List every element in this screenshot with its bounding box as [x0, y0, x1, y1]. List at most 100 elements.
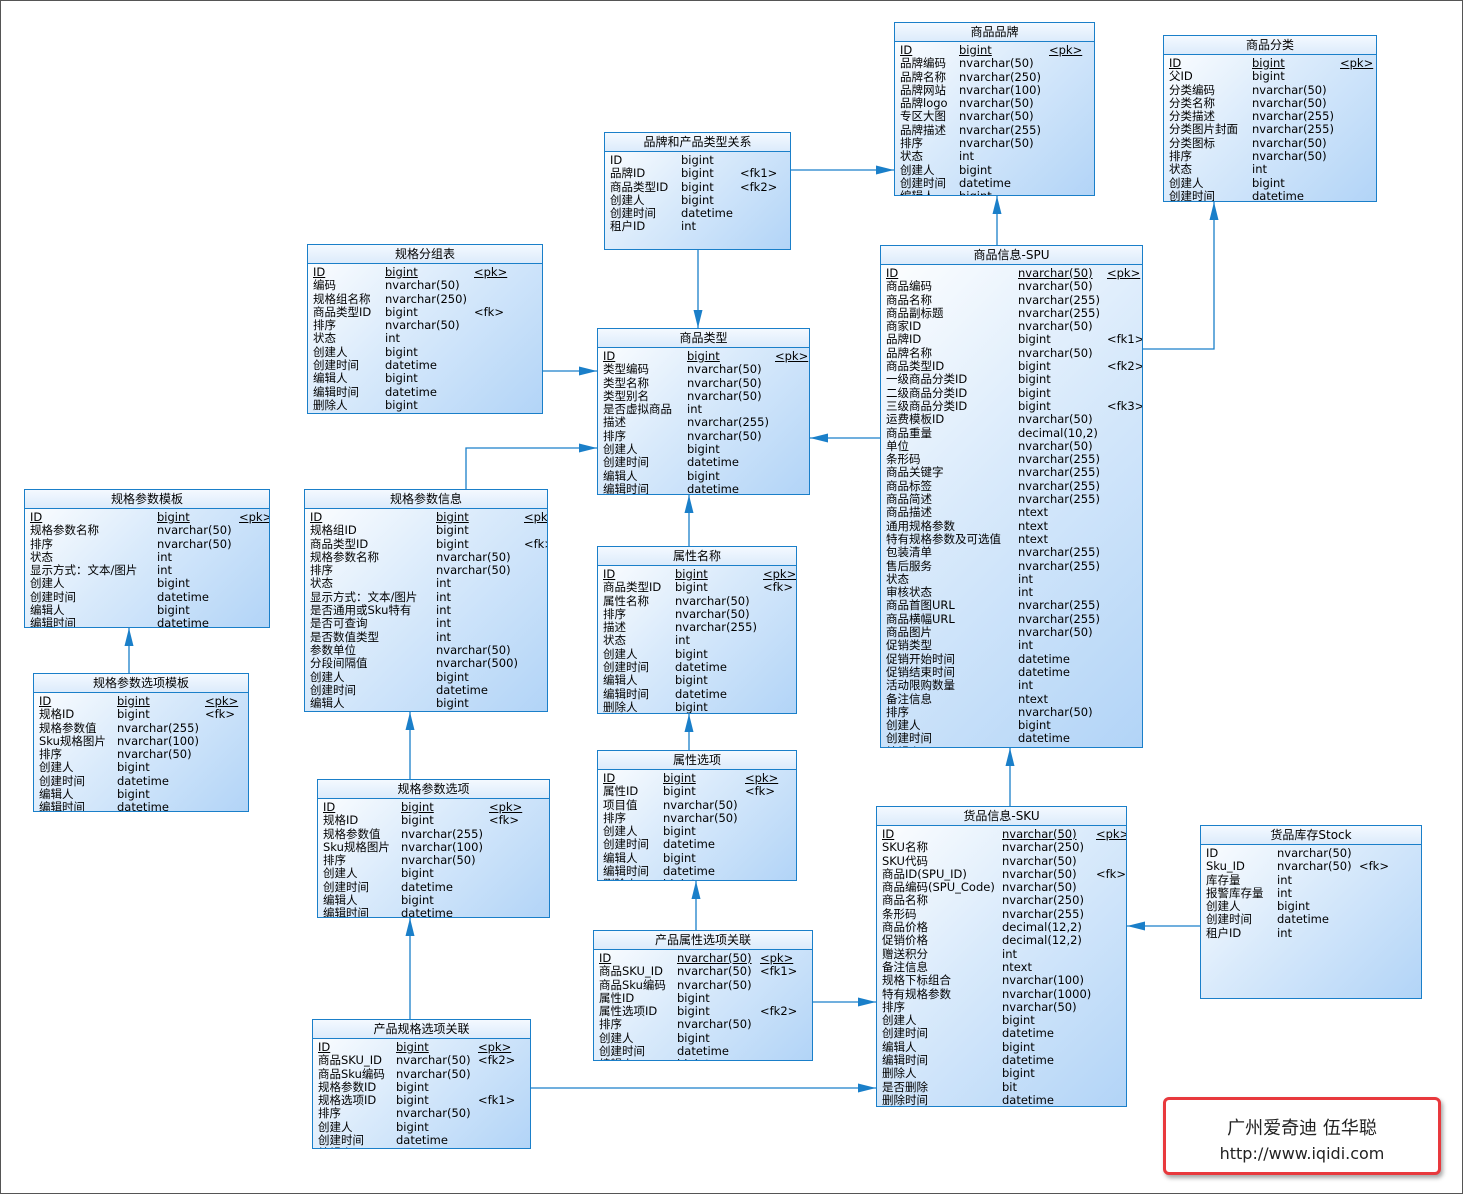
column-type: bigint — [677, 1058, 710, 1060]
column-type: bigint — [1252, 56, 1285, 70]
column-name: 编辑时间 — [882, 1053, 928, 1068]
column-name: 排序 — [318, 1106, 341, 1121]
column-type: nvarchar(250) — [1002, 893, 1084, 908]
column-name: 分类图标 — [1169, 135, 1215, 150]
column-name: 商家ID — [886, 319, 922, 334]
arrowhead-icon — [992, 196, 1002, 214]
column-type: nvarchar(100) — [117, 733, 199, 748]
column-type: int — [436, 629, 451, 644]
column-key: <pk> — [775, 349, 809, 363]
column-type: nvarchar(50) — [959, 136, 1034, 151]
column-name: 编码 — [313, 278, 336, 293]
column-name: 租户ID — [610, 219, 646, 234]
column-key: <fk1> — [1107, 332, 1143, 347]
column-type: int — [1252, 162, 1267, 177]
column-name: 规格参数名称 — [30, 523, 99, 538]
entity-table[interactable]: 规格参数信息IDbigint<pk>规格组IDbigint商品类型IDbigin… — [304, 489, 548, 712]
column-type: datetime — [401, 906, 453, 918]
column-key: <fk1> — [760, 964, 798, 979]
column-name: 创建时间 — [318, 1133, 364, 1148]
column-name: 创建人 — [323, 866, 358, 881]
column-name: 创建人 — [599, 1030, 634, 1045]
column-type: datetime — [117, 800, 169, 812]
column-type: bigint — [663, 771, 696, 785]
column-name: 商品类型ID — [313, 304, 372, 319]
column-type: int — [1002, 946, 1017, 961]
column-key: <pk> — [1096, 827, 1127, 841]
column-type: bigint — [1277, 899, 1310, 914]
column-name: 排序 — [323, 853, 346, 868]
column-type: nvarchar(50) — [1252, 95, 1327, 110]
column-name: 编辑时间 — [323, 906, 369, 918]
column-type: bigint — [1018, 385, 1051, 400]
column-name: 创建人 — [882, 1013, 917, 1028]
column-type: nvarchar(50) — [959, 56, 1034, 71]
column-name: 属性选项ID — [599, 1004, 658, 1019]
table-title: 规格参数选项 — [318, 780, 549, 799]
column-name: 排序 — [310, 563, 333, 578]
column-type: nvarchar(50) — [436, 563, 511, 578]
column-type: nvarchar(50) — [959, 96, 1034, 111]
column-name: ID — [610, 153, 623, 167]
column-type: bigint — [396, 1119, 429, 1134]
column-type: datetime — [675, 660, 727, 675]
column-type: nvarchar(50) — [1018, 704, 1093, 719]
column-type: nvarchar(50) — [1277, 846, 1352, 860]
column-name: 状态 — [1169, 162, 1192, 177]
column-type: bigint — [396, 1147, 429, 1148]
column-name: 是否可查询 — [310, 616, 368, 631]
column-type: bigint — [681, 192, 714, 207]
column-type: nvarchar(50) — [1018, 279, 1093, 294]
column-type: bigint — [385, 304, 418, 319]
column-type: bigint — [1018, 372, 1051, 387]
column-type: nvarchar(50) — [663, 810, 738, 825]
column-type: nvarchar(255) — [1018, 452, 1100, 467]
column-type: int — [1018, 678, 1033, 693]
table-title: 规格参数模板 — [25, 490, 269, 509]
column-name: 创建人 — [603, 824, 638, 839]
column-name: 备注信息 — [882, 959, 928, 974]
column-type: nvarchar(50) — [663, 797, 738, 812]
